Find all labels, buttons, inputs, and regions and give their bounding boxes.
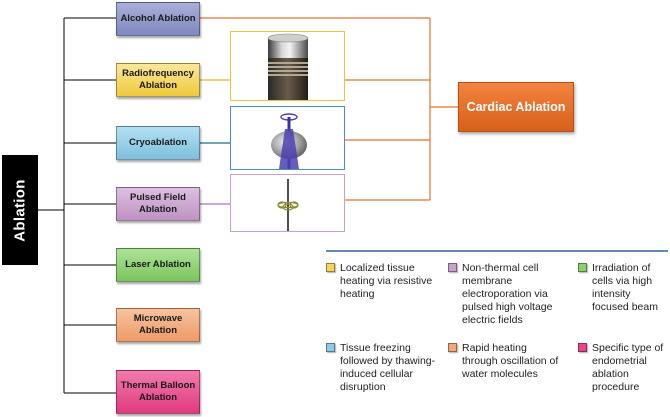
laser-ablation-label: Laser Ablation — [125, 259, 191, 270]
legend-text-laser: Irradiation of cells via high intensity … — [592, 262, 658, 313]
legend-text-thermal-balloon: Specific type of endometrial ablation pr… — [592, 342, 664, 393]
cardiac-ablation-label: Cardiac Ablation — [466, 100, 566, 114]
pulsed-field-ablation-label: Pulsed Field Ablation — [130, 192, 186, 215]
legend-swatch-blue — [326, 343, 335, 352]
legend-swatch-yellow — [326, 263, 335, 272]
ablation-root-box: Ablation — [2, 155, 38, 265]
legend-text-microwave: Rapid heating through oscillation of wat… — [462, 342, 559, 380]
legend-swatch-green — [578, 263, 587, 272]
ablation-root-label: Ablation — [11, 178, 29, 242]
laser-ablation-box: Laser Ablation — [116, 248, 200, 282]
alcohol-ablation-box: Alcohol Ablation — [116, 2, 200, 36]
legend-item-laser: Irradiation of cells via high intensity … — [578, 262, 668, 314]
legend-item-cryoablation: Tissue freezing followed by thawing-indu… — [326, 342, 436, 394]
radiofrequency-catheter-image — [230, 31, 345, 101]
legend-divider — [326, 250, 668, 252]
thermal-balloon-ablation-box: Thermal Balloon Ablation — [116, 370, 200, 414]
microwave-ablation-box: Microwave Ablation — [116, 308, 200, 342]
alcohol-ablation-label: Alcohol Ablation — [120, 13, 196, 24]
cryoablation-label: Cryoablation — [128, 137, 188, 148]
legend-text-cryoablation: Tissue freezing followed by thawing-indu… — [340, 342, 436, 393]
legend-swatch-purple — [448, 263, 457, 272]
cryoablation-balloon-image — [230, 106, 345, 170]
radiofrequency-ablation-label: Radiofrequency Ablation — [122, 68, 194, 91]
legend-text-radiofrequency: Localized tissue heating via resistive h… — [340, 262, 433, 300]
legend-item-thermal-balloon: Specific type of endometrial ablation pr… — [578, 342, 668, 394]
legend-swatch-pink — [578, 343, 587, 352]
cryoablation-box: Cryoablation — [116, 126, 200, 160]
legend-item-microwave: Rapid heating through oscillation of wat… — [448, 342, 562, 381]
thermal-balloon-ablation-label: Thermal Balloon Ablation — [120, 380, 196, 403]
legend-text-pulsed-field: Non-thermal cell membrane electroporatio… — [462, 262, 553, 326]
cardiac-ablation-box: Cardiac Ablation — [458, 82, 574, 132]
radiofrequency-ablation-box: Radiofrequency Ablation — [116, 63, 200, 97]
legend-item-pulsed-field: Non-thermal cell membrane electroporatio… — [448, 262, 574, 327]
microwave-ablation-label: Microwave Ablation — [133, 313, 183, 336]
pulsed-field-ablation-box: Pulsed Field Ablation — [116, 187, 200, 221]
pulsed-field-catheter-image — [230, 174, 345, 232]
legend-item-radiofrequency: Localized tissue heating via resistive h… — [326, 262, 440, 301]
legend-swatch-orange — [448, 343, 457, 352]
